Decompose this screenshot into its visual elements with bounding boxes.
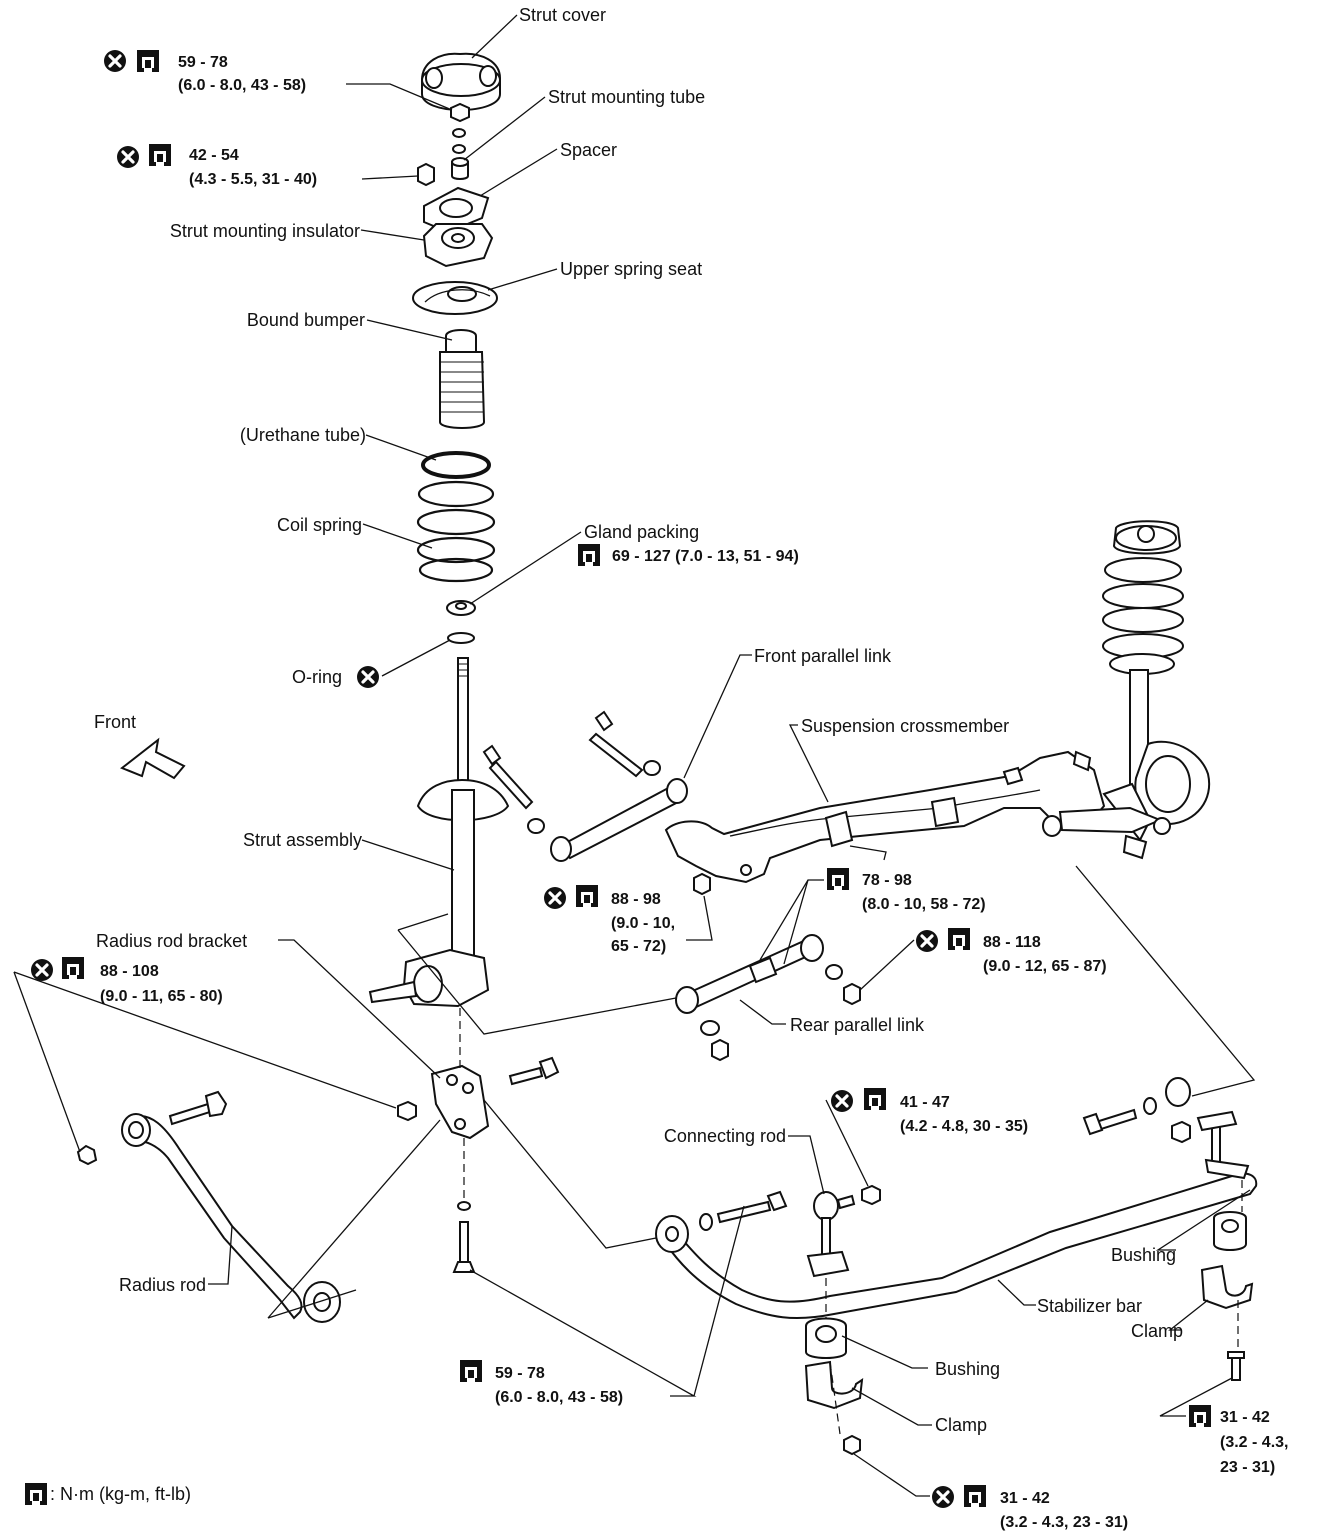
torque-bracket-bolt: 59 - 78 — [495, 1365, 545, 1382]
torque-front-link-nut-sub1: (9.0 - 10, — [611, 915, 675, 932]
torque-clamp-bolt-center-sub: (3.2 - 4.3, 23 - 31) — [1000, 1514, 1128, 1531]
torque-front-link-nut-sub2: 65 - 72) — [611, 938, 666, 955]
label-front: Front — [94, 712, 136, 732]
label-urethane-tube: (Urethane tube) — [240, 425, 366, 445]
legend: : N·m (kg-m, ft-lb) — [50, 1484, 191, 1504]
torque-rear-link-adjust-sub: (8.0 - 10, 58 - 72) — [862, 896, 986, 913]
assembled-strut-and-hub — [1042, 520, 1211, 860]
strut-mounting-tube — [451, 157, 469, 180]
insulator-nut — [417, 162, 435, 187]
torque-clamp-bolt-right-sub1: (3.2 - 4.3, — [1220, 1434, 1288, 1451]
label-front-parallel-link: Front parallel link — [754, 646, 892, 666]
strut-cover-nut — [450, 102, 470, 154]
torque-wrench-icon — [460, 1360, 482, 1382]
replace-icon — [914, 928, 940, 954]
label-connecting-rod: Connecting rod — [664, 1126, 786, 1146]
bound-bumper — [439, 329, 486, 429]
part-labels: Strut cover Strut mounting tube Spacer S… — [94, 5, 1183, 1435]
label-radius-rod: Radius rod — [119, 1275, 206, 1295]
gland-packing — [446, 600, 476, 616]
torque-strut-cover-nut: 59 - 78 — [178, 54, 228, 71]
torque-clamp-bolt-right: 31 - 42 — [1220, 1409, 1270, 1426]
torque-clamp-bolt-center: 31 - 42 — [1000, 1490, 1050, 1507]
torque-rear-link-adjust: 78 - 98 — [862, 872, 912, 889]
torque-wrench-icon — [948, 928, 970, 950]
label-upper-spring-seat: Upper spring seat — [560, 259, 702, 279]
torque-wrench-icon — [25, 1483, 47, 1505]
torque-wrench-icon — [576, 885, 598, 907]
stabilizer-bar — [655, 1172, 1258, 1320]
radius-rod — [76, 1090, 417, 1323]
label-rear-parallel-link: Rear parallel link — [790, 1015, 925, 1035]
label-strut-mounting-tube: Strut mounting tube — [548, 87, 705, 107]
legend-text: : N·m (kg-m, ft-lb) — [50, 1484, 191, 1504]
front-parallel-link — [482, 710, 711, 896]
replace-icon — [542, 885, 568, 911]
label-radius-rod-bracket: Radius rod bracket — [96, 931, 247, 951]
connecting-rod — [806, 1184, 881, 1278]
replace-icon — [29, 957, 55, 983]
torque-connecting-rod-nut-sub: (4.2 - 4.8, 30 - 35) — [900, 1118, 1028, 1135]
label-bushing-right: Bushing — [1111, 1245, 1176, 1265]
coil-spring — [416, 451, 496, 583]
strut-cover — [421, 52, 501, 112]
right-bracket-assembly — [1082, 1077, 1254, 1381]
label-stabilizer-bar: Stabilizer bar — [1037, 1296, 1142, 1316]
replace-icon — [102, 48, 128, 74]
torque-front-link-nut: 88 - 98 — [611, 891, 661, 908]
label-strut-mounting-insulator: Strut mounting insulator — [170, 221, 360, 241]
torque-insulator-nut-sub: (4.3 - 5.5, 31 - 40) — [189, 171, 317, 188]
radius-rod-bracket — [430, 1064, 490, 1140]
label-coil-spring: Coil spring — [277, 515, 362, 535]
replace-icon — [115, 144, 141, 170]
strut-mounting-insulator — [422, 186, 494, 268]
torque-insulator-nut: 42 - 54 — [189, 147, 239, 164]
label-o-ring: O-ring — [292, 667, 342, 687]
torque-bracket-bolt-sub: (6.0 - 8.0, 43 - 58) — [495, 1389, 623, 1406]
torque-wrench-icon — [62, 957, 84, 979]
o-ring — [447, 632, 475, 644]
torque-connecting-rod-nut: 41 - 47 — [900, 1094, 950, 1111]
torque-wrench-icon — [578, 544, 600, 566]
label-bound-bumper: Bound bumper — [247, 310, 365, 330]
replace-icon — [829, 1088, 855, 1114]
suspension-crossmember — [664, 750, 1106, 884]
label-spacer: Spacer — [560, 140, 617, 160]
strut-assembly — [368, 657, 510, 1008]
label-suspension-crossmember: Suspension crossmember — [801, 716, 1009, 736]
front-arrow-icon — [120, 737, 186, 780]
assembly-center-lines — [397, 865, 1256, 1435]
torque-specs: 59 - 78 (6.0 - 8.0, 43 - 58) 42 - 54 (4.… — [100, 54, 1288, 1531]
torque-strut-cover-nut-sub: (6.0 - 8.0, 43 - 58) — [178, 77, 306, 94]
torque-radius-rod-nut-sub: (9.0 - 11, 65 - 80) — [100, 988, 223, 1005]
replace-icon — [930, 1484, 956, 1510]
label-gland-packing: Gland packing — [584, 522, 699, 542]
clamp-center — [804, 1360, 864, 1456]
leader-lines — [13, 14, 1251, 1497]
torque-wrench-icon — [149, 144, 171, 166]
torque-wrench-icon — [1189, 1405, 1211, 1427]
upper-spring-seat — [412, 281, 498, 315]
torque-gland-packing: 69 - 127 (7.0 - 13, 51 - 94) — [612, 548, 799, 565]
label-bushing-center: Bushing — [935, 1359, 1000, 1379]
torque-rear-link-nut-sub: (9.0 - 12, 65 - 87) — [983, 958, 1107, 975]
torque-rear-link-nut: 88 - 118 — [983, 934, 1041, 951]
torque-clamp-bolt-right-sub2: 23 - 31) — [1220, 1459, 1275, 1476]
torque-wrench-icon — [137, 50, 159, 72]
label-clamp-right: Clamp — [1131, 1321, 1183, 1341]
torque-wrench-icon — [864, 1088, 886, 1110]
bushing-center — [805, 1317, 847, 1359]
label-strut-assembly: Strut assembly — [243, 830, 362, 850]
torque-wrench-icon — [827, 868, 849, 890]
torque-radius-rod-nut: 88 - 108 — [100, 963, 159, 980]
bracket-bolts — [452, 1056, 560, 1273]
rear-parallel-link — [675, 934, 861, 1062]
torque-wrench-icon — [964, 1485, 986, 1507]
replace-icon — [355, 664, 381, 690]
label-clamp-center: Clamp — [935, 1415, 987, 1435]
label-strut-cover: Strut cover — [519, 5, 606, 25]
